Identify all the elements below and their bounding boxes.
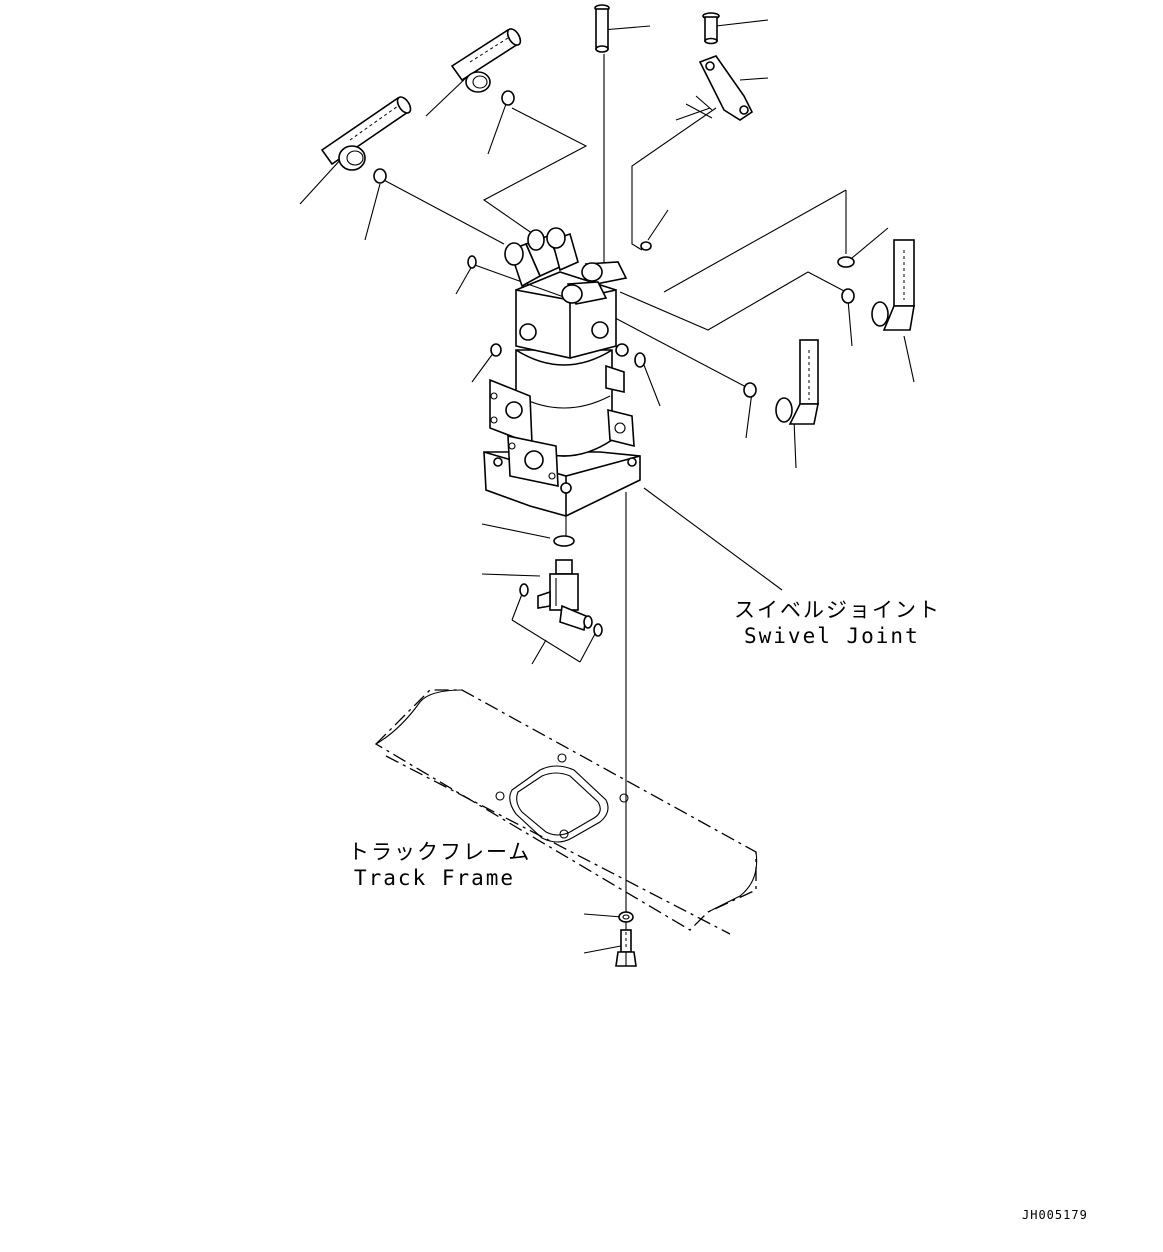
hose-fitting-right-upper [871,239,915,331]
o-ring-left-lower [490,343,502,357]
o-ring-small-top [640,241,652,251]
o-ring-top-left-1 [501,90,515,106]
track-frame-label-jp: トラックフレーム [348,840,532,864]
o-ring-switch-2 [593,623,603,637]
o-ring-top-left-2 [373,168,387,184]
o-ring-right-1 [841,288,855,304]
o-ring-right-2 [743,382,757,398]
hose-fitting-middle [320,96,412,171]
o-ring-switch-1 [519,583,529,597]
lock-bracket [685,55,754,121]
o-ring-right-lower [634,352,646,368]
mounting-bolt [615,929,637,967]
leader-lines [299,19,915,954]
retaining-pin-top [594,4,610,53]
swivel-joint-label-en: Swivel Joint [744,624,920,648]
swivel-joint-label-jp: スイベルジョイント [734,598,941,622]
o-ring-left-side [467,255,477,269]
swivel-joint-body [483,227,641,517]
track-frame-outline [374,689,758,935]
snap-ring-right [837,256,855,268]
drawing-code: JH005179 [1022,1208,1088,1222]
retaining-pin-small [702,12,720,45]
gasket-ring [553,535,575,547]
connection-lines [379,54,847,960]
washer [618,911,634,923]
hose-fitting-upper [450,28,522,93]
pressure-switch [537,559,593,632]
hose-fitting-right-lower [775,339,819,425]
track-frame-label-en: Track Frame [354,866,516,890]
